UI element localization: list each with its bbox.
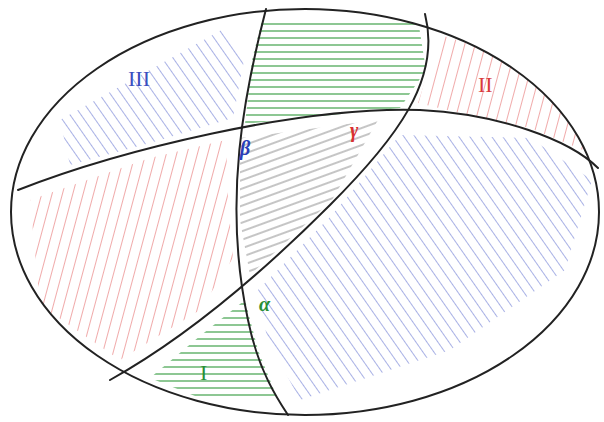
region-number: II bbox=[478, 74, 493, 96]
vertex-label: α bbox=[259, 294, 270, 314]
vertex-label: γ bbox=[350, 120, 358, 140]
region-number: I bbox=[200, 362, 207, 384]
region-number: III bbox=[128, 68, 150, 90]
great-circle-arc bbox=[236, 9, 288, 415]
region-top bbox=[245, 20, 426, 124]
region-right bbox=[256, 135, 592, 400]
vertex-label: β bbox=[240, 138, 250, 158]
great-circle-arc bbox=[18, 110, 598, 190]
region-i bbox=[150, 300, 278, 400]
great-circle-arc bbox=[110, 14, 429, 380]
region-left bbox=[30, 140, 233, 360]
sphere-outline bbox=[11, 9, 599, 415]
